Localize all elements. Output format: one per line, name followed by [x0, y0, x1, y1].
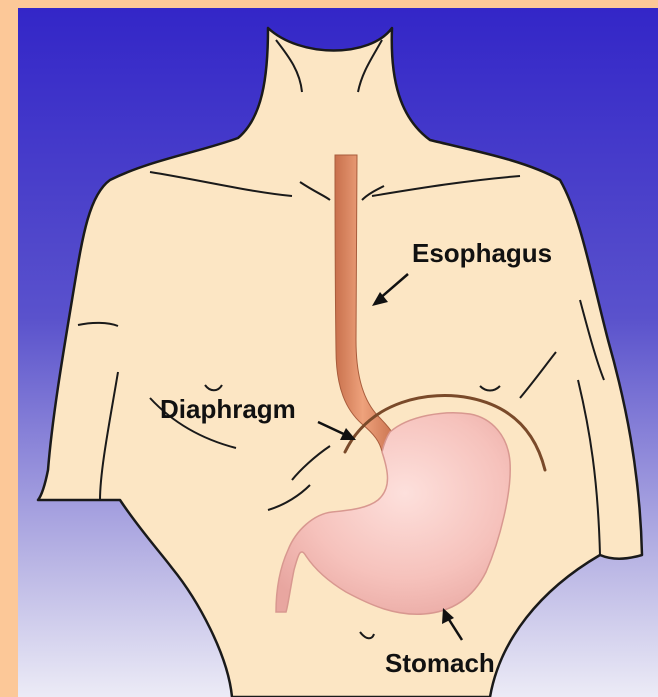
diaphragm-label: Diaphragm: [160, 394, 296, 424]
esophagus-label: Esophagus: [412, 238, 552, 268]
stomach-label: Stomach: [385, 648, 495, 678]
